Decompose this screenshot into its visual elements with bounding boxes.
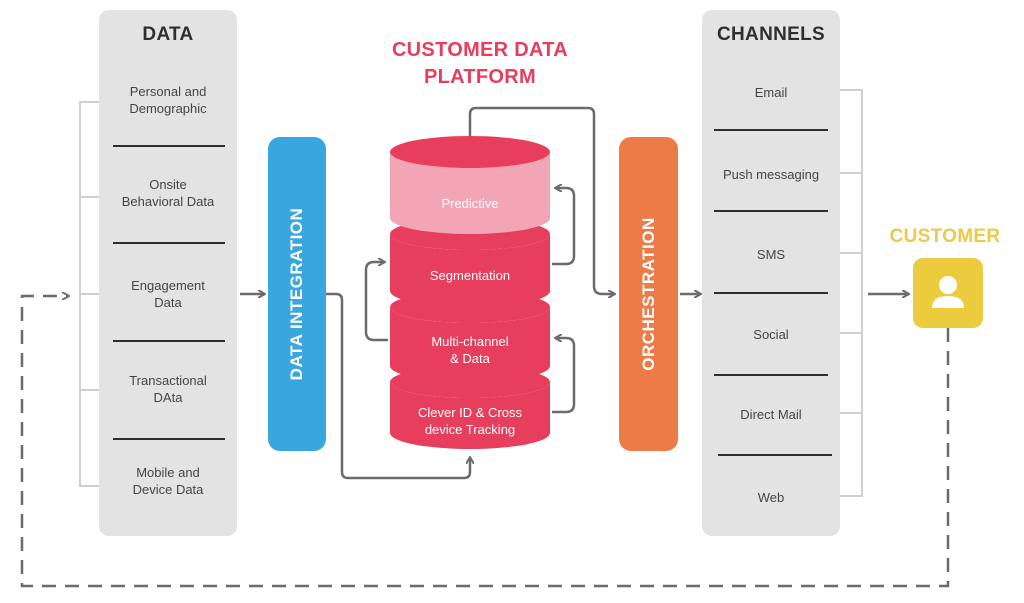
layer-multichannel-label: Multi-channel & Data [431, 334, 509, 366]
platform-title: CUSTOMER DATA PLATFORM [391, 39, 569, 88]
channels-divider [714, 210, 828, 212]
channel-item-direct-mail: Direct Mail [740, 407, 802, 422]
data-divider [113, 242, 225, 244]
channels-divider [714, 129, 828, 131]
data-integration-label: DATA INTEGRATION [287, 207, 306, 381]
data-item-engagement: Engagement Data [131, 278, 205, 310]
customer-title: CUSTOMER [889, 226, 1001, 247]
data-panel: DATA Personal and Demographic Onsite Beh… [99, 10, 237, 536]
channels-panel: CHANNELS Email Push messaging SMS Social… [702, 10, 840, 536]
orchestration-bar: ORCHESTRATION [619, 137, 678, 451]
user-icon [932, 276, 964, 308]
arrow-segmentation-to-predictive [552, 188, 576, 266]
arrow-platform-to-orchestration [468, 106, 614, 294]
channels-divider [714, 292, 828, 294]
channels-divider [714, 374, 828, 376]
orchestration-label: ORCHESTRATION [638, 217, 658, 371]
feedback-loop-arrow [20, 296, 950, 588]
channel-item-email: Email [754, 85, 788, 100]
customer-card [913, 258, 983, 328]
data-item-mobile: Mobile and Device Data [132, 465, 204, 497]
channels-panel-title: CHANNELS [717, 24, 825, 45]
channels-bracket [838, 89, 863, 497]
data-item-transactional: Transactional DAta [129, 373, 207, 405]
channel-item-push: Push messaging [722, 167, 820, 182]
channel-item-social: Social [753, 327, 789, 342]
data-item-personal: Personal and Demographic [129, 84, 207, 116]
arrow-integration-to-platform [326, 292, 470, 480]
layer-predictive-label: Predictive [441, 196, 499, 211]
data-divider [113, 340, 225, 342]
arrow-multichannel-to-segmentation [364, 262, 388, 342]
channel-item-web: Web [757, 490, 785, 505]
data-integration-bar: DATA INTEGRATION [268, 137, 326, 451]
data-bracket [79, 101, 100, 487]
data-item-behavioral: Onsite Behavioral Data [121, 177, 215, 209]
channels-divider [718, 454, 832, 456]
arrow-cleverid-to-multichannel [552, 338, 576, 414]
data-divider [113, 438, 225, 440]
data-divider [113, 145, 225, 147]
layer-segmentation-label: Segmentation [429, 268, 511, 283]
layer-cleverid-label: Clever ID & Cross device Tracking [417, 405, 523, 437]
data-panel-title: DATA [142, 24, 194, 45]
channel-item-sms: SMS [756, 247, 786, 262]
platform-cylinder [390, 136, 550, 449]
